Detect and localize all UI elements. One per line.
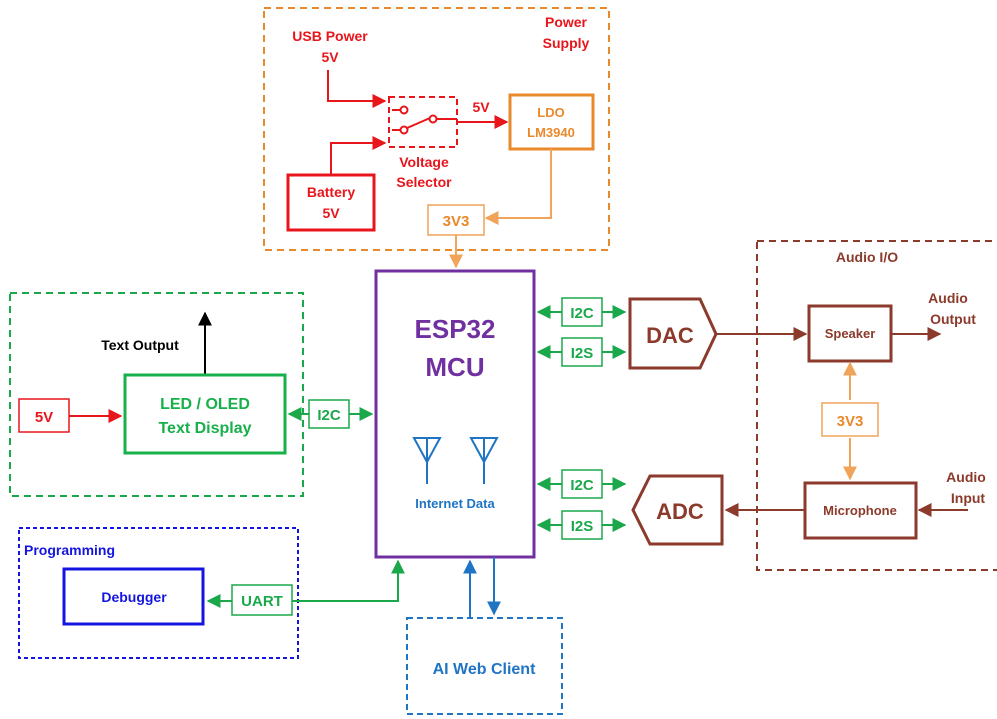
adc-i2s-label: I2S: [571, 518, 594, 535]
dac-i2c-label: I2C: [570, 305, 594, 322]
speaker-label: Speaker: [825, 326, 876, 341]
audio-input-label-line1: Audio: [946, 469, 986, 485]
voltage-selector: Voltage Selector: [388, 96, 458, 190]
dac-i2c-box: [561, 297, 603, 327]
debugger-box: [62, 567, 205, 626]
adc-i2c-box: [561, 469, 603, 499]
antenna-icon: [469, 437, 499, 484]
programming-group: Programming Debugger UART: [18, 527, 405, 659]
ldo-to-rail-arrow: [484, 149, 552, 225]
power-supply-frame: [263, 7, 610, 251]
text-display-label-line1: LED / OLED: [160, 396, 250, 413]
display-i2c-box: [308, 399, 350, 429]
programming-title: Programming: [24, 542, 115, 558]
adc-i2s-box: [561, 510, 603, 540]
adc-i2c-label: I2C: [570, 477, 594, 494]
audio-io-frame: [756, 240, 997, 571]
audio-io-group: Audio I/O I2C I2S DAC Speaker Audio Outp…: [536, 240, 997, 571]
voltage-selector-label-line2: Selector: [396, 174, 452, 190]
mcu-type: MCU: [425, 352, 484, 382]
dac-block: [628, 297, 718, 370]
ldo-part-number: LM3940: [527, 125, 575, 140]
voltage-selector-label-line1: Voltage: [399, 154, 449, 170]
rail-3v3-box: [427, 204, 485, 236]
audio-rail-3v3-label: 3V3: [837, 413, 864, 430]
text-output-label: Text Output: [101, 337, 179, 353]
dac-i2s-box: [561, 337, 603, 367]
microphone-label: Microphone: [823, 503, 897, 518]
display-supply-box: [18, 398, 70, 433]
uart-label: UART: [241, 593, 283, 610]
battery-to-selector-arrow: [330, 136, 387, 175]
battery-label: Battery: [307, 184, 355, 200]
audio-input-label-line2: Input: [951, 490, 986, 506]
audio-output-label-line1: Audio: [928, 290, 968, 306]
audio-output-label-line2: Output: [930, 311, 976, 327]
mcu-name: ESP32: [415, 314, 496, 344]
mcu-block: ESP32 MCU Internet Data: [374, 269, 536, 559]
esp32-mcu-box: [374, 269, 536, 559]
switch-icon: [392, 105, 457, 135]
web-client-box: [406, 617, 563, 715]
web-client-label: AI Web Client: [433, 661, 536, 678]
ldo-box: [508, 93, 595, 151]
speaker-box: [807, 304, 893, 363]
rail-3v3-label: 3V3: [443, 213, 470, 230]
dac-i2s-label: I2S: [571, 345, 594, 362]
microphone-box: [803, 481, 918, 540]
display-i2c-label: I2C: [317, 407, 341, 424]
display-group: Text Output 5V LED / OLED Text Display I…: [9, 292, 374, 497]
antenna-icon: [412, 437, 442, 484]
display-supply-label: 5V: [35, 409, 53, 426]
power-supply-group: Power Supply USB Power 5V Battery 5V Vol…: [263, 7, 610, 269]
audio-io-title: Audio I/O: [836, 249, 898, 265]
usb-to-selector-arrow: [327, 70, 387, 108]
power-supply-title-line1: Power: [545, 14, 588, 30]
selector-output-voltage: 5V: [472, 99, 490, 115]
internet-data-label: Internet Data: [415, 496, 495, 511]
adc-label: ADC: [656, 499, 704, 524]
debugger-label: Debugger: [101, 589, 167, 605]
usb-power-voltage: 5V: [321, 49, 339, 65]
display-group-frame: [9, 292, 304, 497]
text-display-label-line2: Text Display: [158, 420, 251, 437]
usb-power-label: USB Power: [292, 28, 368, 44]
power-supply-title-line2: Supply: [543, 35, 590, 51]
audio-rail-3v3-box: [821, 402, 879, 437]
uart-box: [231, 584, 293, 616]
text-display-box: [123, 373, 287, 455]
web-client-group: AI Web Client: [406, 557, 563, 715]
adc-block: [631, 474, 724, 546]
ldo-label: LDO: [537, 105, 564, 120]
dac-label: DAC: [646, 323, 694, 348]
battery-voltage: 5V: [322, 205, 340, 221]
